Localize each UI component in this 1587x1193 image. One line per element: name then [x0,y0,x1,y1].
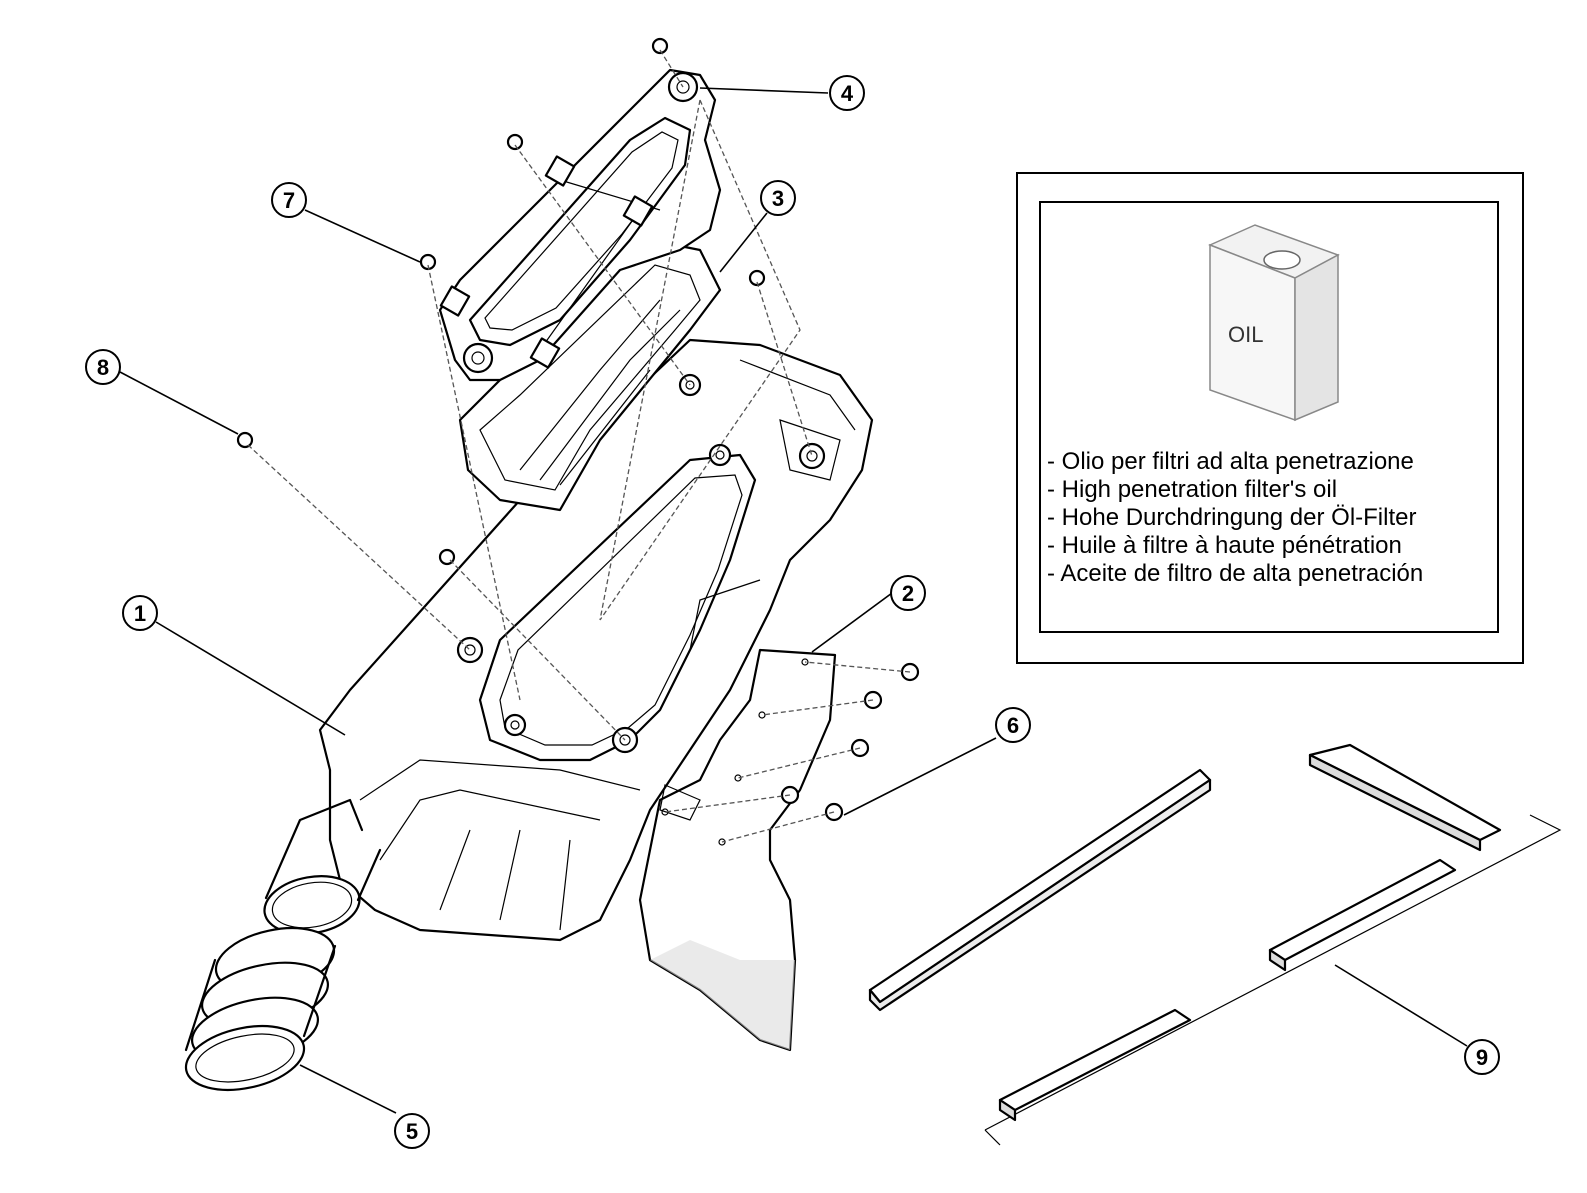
callout-1-label: 1 [134,601,146,626]
oil-note-line-it: - Olio per filtri ad alta penetrazione [1047,448,1414,475]
leader-lines [119,87,1468,1114]
oil-note-panel: OIL - Olio per filtri ad alta penetrazio… [1016,172,1524,664]
side-panel [638,648,920,1052]
intake-sleeve [184,927,337,1091]
loose-screws [236,37,766,566]
callout-5: 5 [394,1113,430,1149]
callout-7: 7 [271,182,307,218]
assembly-lines [247,49,911,843]
oil-note-line-en: - High penetration filter's oil [1047,476,1337,503]
callout-2-label: 2 [902,581,914,606]
callout-2: 2 [890,575,926,611]
callout-8-label: 8 [97,355,109,380]
oil-note-line-es: - Aceite de filtro de alta penetración [1047,560,1423,587]
callout-3: 3 [760,180,796,216]
oil-can-label: OIL [1228,322,1263,347]
oil-can-icon: OIL [1208,224,1340,422]
callout-7-label: 7 [283,188,295,213]
foam-strips [868,743,1562,1146]
oil-note-line-fr: - Huile à filtre à haute pénétration [1047,532,1402,559]
callout-4: 4 [829,75,865,111]
callout-9-label: 9 [1476,1045,1488,1070]
callout-6: 6 [995,707,1031,743]
callout-5-label: 5 [406,1119,418,1144]
callout-9: 9 [1464,1039,1500,1075]
callout-6-label: 6 [1007,713,1019,738]
airbox-housing [263,338,874,942]
callout-8: 8 [85,349,121,385]
oil-note-line-de: - Hohe Durchdringung der Öl-Filter [1047,504,1416,531]
callout-3-label: 3 [772,186,784,211]
callout-4-label: 4 [841,81,854,106]
filter-cage [438,68,722,397]
callout-1: 1 [122,595,158,631]
